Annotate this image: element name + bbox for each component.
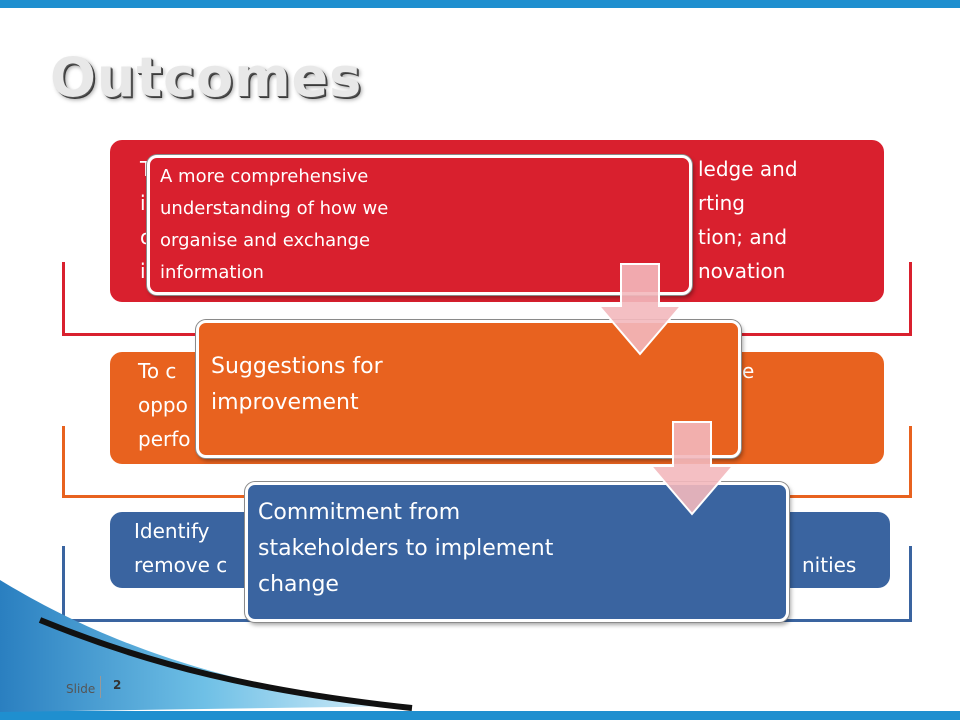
callout-1-line-2: understanding of how we — [160, 198, 389, 219]
callout-3-line-2: stakeholders to implement — [258, 536, 554, 561]
callout-3-line-1: Commitment from — [258, 500, 461, 525]
row-1-right-line-1: ledge and — [698, 157, 798, 181]
bottom-accent-bar — [0, 711, 960, 720]
callout-2-line-2: improvement — [211, 390, 359, 415]
callout-2-line-1: Suggestions for — [211, 354, 383, 379]
row-1-right-line-3: tion; and — [698, 225, 788, 249]
down-arrow-icon — [596, 263, 684, 356]
top-accent-bar — [0, 0, 960, 8]
footer-slide-label: Slide — [66, 682, 96, 696]
callout-1-line-4: information — [160, 262, 264, 283]
row-3-left-line-1: Identify — [134, 519, 210, 543]
row-2-left-line-3: perfo — [138, 427, 191, 451]
row-1-right-line-2: rting — [698, 191, 745, 215]
decorative-swoosh — [0, 580, 413, 712]
row-2-right-line-1: e — [742, 359, 755, 383]
down-arrow-icon — [648, 421, 736, 516]
footer-slide-number: 2 — [113, 678, 122, 692]
callout-1: A more comprehensive understanding of ho… — [147, 155, 692, 295]
row-2-left-line-2: oppo — [138, 393, 188, 417]
slide-title: Outcomes — [50, 46, 363, 109]
row-3-right-line-1: nities — [802, 553, 857, 577]
footer-divider — [100, 676, 101, 698]
row-1-left-line-4: i — [140, 259, 146, 283]
row-3-left-line-2: remove c — [134, 553, 228, 577]
callout-1-line-3: organise and exchange — [160, 230, 371, 251]
row-1-right-line-4: novation — [698, 259, 786, 283]
callout-1-line-1: A more comprehensive — [160, 166, 369, 187]
row-2-left-line-1: To c — [138, 359, 177, 383]
row-1-left-line-2: i — [140, 191, 146, 215]
callout-3-line-3: change — [258, 572, 339, 597]
